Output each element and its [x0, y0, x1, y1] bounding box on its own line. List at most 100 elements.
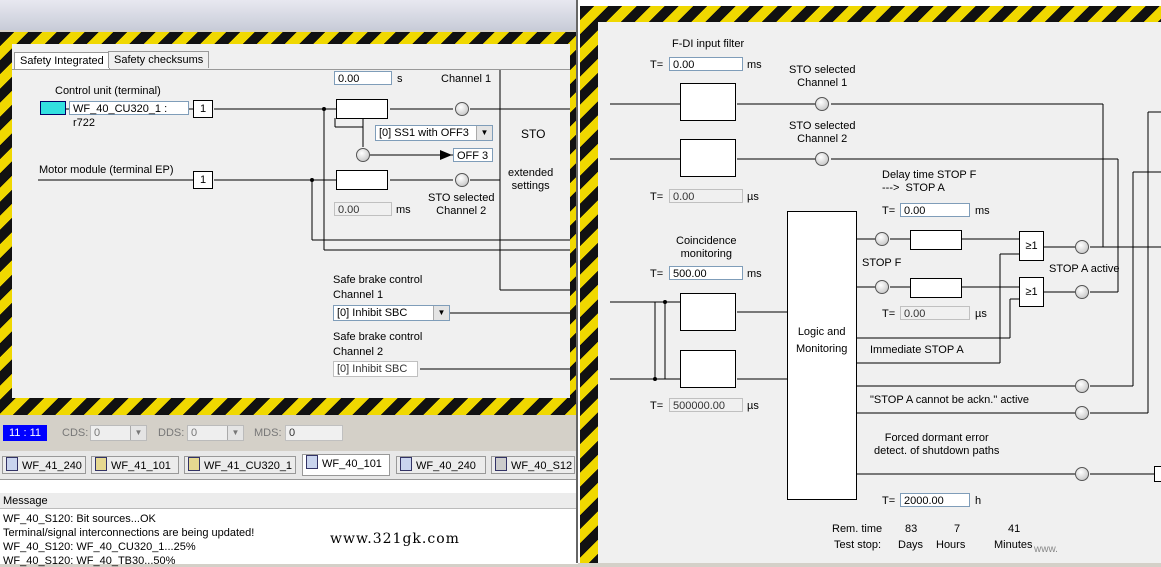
dropdown-arrow-icon[interactable]: ▼ — [130, 426, 146, 440]
stop-a-active: STOP A active — [1049, 263, 1120, 275]
stop-a-lamp-1 — [1075, 240, 1089, 254]
stop-f-label: STOP F — [862, 257, 902, 269]
sbc-ch1-value: [0] Inhibit SBC — [337, 307, 408, 319]
ch2-lamp — [455, 173, 469, 187]
sbc-ch2-label: Safe brake control Channel 2 — [333, 331, 423, 358]
mds-field: 0 — [285, 425, 343, 441]
rem-time-label: Rem. time — [832, 523, 883, 535]
drive-icon — [400, 457, 412, 471]
stop-f-lamp-2 — [875, 280, 889, 294]
mds-label: MDS: — [254, 427, 282, 439]
device-icon — [495, 457, 507, 471]
ch1-lamp — [455, 102, 469, 116]
ch2-switch — [336, 170, 388, 190]
control-unit-icon — [95, 457, 107, 471]
fdi-filter-unit: ms — [747, 59, 762, 71]
sto-ch1-lamp — [815, 97, 829, 111]
coincidence-field[interactable]: 500.00 — [669, 266, 743, 280]
ss1-select[interactable]: [0] SS1 with OFF3 ▼ — [375, 125, 493, 141]
test-stop-label: Test stop: — [834, 539, 882, 551]
drive-icon — [6, 457, 18, 471]
input-box-2: 1 — [193, 171, 213, 189]
drive-icon — [306, 455, 318, 469]
days-value: 83 — [905, 523, 918, 535]
stop-f-time-field: 0.00 — [900, 306, 970, 320]
fdi-t-label: T= — [650, 59, 664, 71]
dds-label: DDS: — [158, 427, 185, 439]
coincidence-switch-1 — [680, 293, 736, 331]
ch1-time-unit: s — [397, 73, 403, 85]
or-gate-2: ≥1 — [1019, 277, 1044, 307]
tab-wf-41-101[interactable]: WF_41_101 — [91, 456, 179, 474]
coincidence-t-label: T= — [650, 268, 664, 280]
tab-wf-40-s12[interactable]: WF_40_S12 — [491, 456, 575, 474]
dds-select[interactable]: 0▼ — [187, 425, 244, 441]
cds-select[interactable]: 0▼ — [90, 425, 147, 441]
sbc-ch1-select[interactable]: [0] Inhibit SBC ▼ — [333, 305, 450, 321]
stop-f-lamp-1 — [875, 232, 889, 246]
stop-f-t-label: T= — [882, 308, 896, 320]
forced-lamp — [1075, 467, 1089, 481]
tab-wf-41-cu320-1[interactable]: WF_41_CU320_1 — [184, 456, 296, 474]
control-unit-icon — [188, 457, 200, 471]
t3-field: 500000.00 — [669, 398, 743, 412]
sto-selected-ch2-right: STO selected Channel 2 — [789, 120, 856, 145]
or-gate-1: ≥1 — [1019, 231, 1044, 261]
forced-label: Forced dormant error detect. of shutdown… — [874, 432, 1000, 457]
sto-ch2-lamp — [815, 152, 829, 166]
logic-block — [787, 211, 857, 500]
motor-module-label: Motor module (terminal EP) — [39, 164, 174, 176]
days-label: Days — [898, 539, 924, 551]
forced-unit: h — [975, 495, 982, 507]
cds-value: 0 — [94, 427, 101, 439]
forced-field[interactable]: 2000.00 — [900, 493, 970, 507]
sto-selected-ch2: STO selected Channel 2 — [428, 192, 495, 217]
ack-lamp-1 — [1075, 379, 1089, 393]
coincidence-unit: ms — [747, 268, 762, 280]
tab-wf-40-101[interactable]: WF_40_101 — [302, 454, 390, 476]
delay-t-label: T= — [882, 205, 896, 217]
message-line: WF_40_S120: WF_40_TB30...50% — [3, 555, 176, 567]
ch1-label: Channel 1 — [441, 73, 492, 85]
ss1-lamp — [356, 148, 370, 162]
message-line: Terminal/signal interconnections are bei… — [3, 527, 255, 539]
stop-a-ack-label: "STOP A cannot be ackn." active — [870, 394, 1030, 406]
t2-label: T= — [650, 191, 664, 203]
fdi-switch-1 — [680, 83, 736, 121]
hours-label: Hours — [936, 539, 966, 551]
minutes-value: 41 — [1008, 523, 1021, 535]
cds-label: CDS: — [62, 427, 89, 439]
watermark-text: www.321gk.com — [330, 531, 460, 547]
t3-unit: µs — [747, 400, 759, 412]
tab-wf-40-240[interactable]: WF_40_240 — [396, 456, 486, 474]
stop-a-lamp-2 — [1075, 285, 1089, 299]
fdi-filter-field[interactable]: 0.00 — [669, 57, 743, 71]
right-diagram-lines — [610, 103, 1161, 475]
connector-icon[interactable] — [40, 101, 66, 115]
control-unit-field[interactable]: WF_40_CU320_1 : r722 — [69, 101, 189, 129]
sbc-ch2-field: [0] Inhibit SBC — [333, 361, 418, 377]
delay-field[interactable]: 0.00 — [900, 203, 970, 217]
fdi-filter-label: F-DI input filter — [672, 38, 745, 50]
ch1-switch — [336, 99, 388, 119]
ack-lamp-2 — [1075, 406, 1089, 420]
message-header: Message — [0, 493, 578, 509]
stop-f-time-unit: µs — [975, 308, 987, 320]
dds-value: 0 — [191, 427, 198, 439]
time-display: 11 : 11 — [3, 425, 47, 441]
sto-label: STO — [521, 127, 546, 141]
ss1-select-value: [0] SS1 with OFF3 — [379, 127, 469, 139]
dropdown-arrow-icon[interactable]: ▼ — [476, 126, 492, 140]
www-label: www. — [1034, 544, 1058, 555]
ch1-time-field[interactable]: 0.00 — [334, 71, 392, 85]
hours-value: 7 — [954, 523, 961, 535]
tab-safety-checksums[interactable]: Safety checksums — [108, 51, 210, 68]
delay-switch-2 — [910, 278, 962, 298]
logic-label: Logic and Monitoring — [796, 326, 848, 355]
sbc-ch1-label: Safe brake control Channel 1 — [333, 274, 423, 301]
tab-wf-41-240[interactable]: WF_41_240 — [2, 456, 86, 474]
dropdown-arrow-icon[interactable]: ▼ — [227, 426, 243, 440]
extended-settings[interactable]: extended settings — [508, 167, 554, 192]
dropdown-arrow-icon[interactable]: ▼ — [433, 306, 449, 320]
message-line: WF_40_S120: WF_40_CU320_1...25% — [3, 541, 196, 553]
